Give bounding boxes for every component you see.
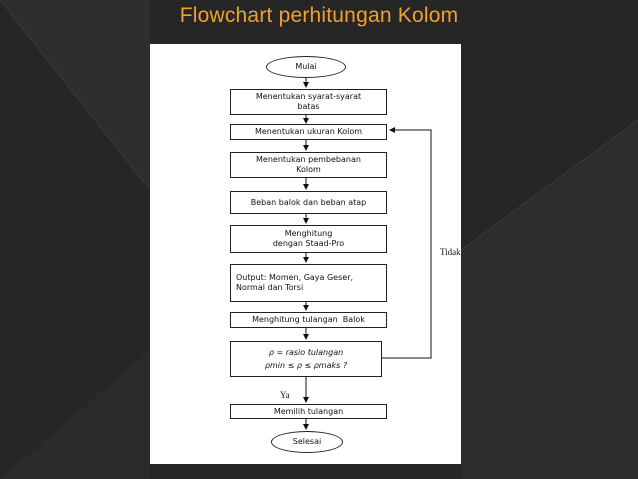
decision-line-1: ρ = rasio tulangan xyxy=(268,347,344,357)
step-2: Menentukan ukuran Kolom xyxy=(230,124,387,140)
yes-label: Ya xyxy=(280,390,290,400)
step-after-yes: Memilih tulangan xyxy=(230,404,387,419)
decision-line-2: ρmin ≤ ρ ≤ ρmaks ? xyxy=(264,360,348,370)
start-terminal: Mulai xyxy=(266,56,346,78)
step-5: Menghitung dengan Staad-Pro xyxy=(230,225,387,253)
step-1: Menentukan syarat-syarat batas xyxy=(230,89,387,115)
flowchart-connectors xyxy=(303,78,432,430)
step-6-output: Output: Momen, Gaya Geser, Normal dan To… xyxy=(230,264,387,302)
flowchart-paper: Mulai Menentukan syarat-syarat batas Men… xyxy=(150,44,461,464)
no-label: Tidak xyxy=(440,247,461,257)
step-4: Beban balok dan beban atap xyxy=(230,191,387,214)
end-terminal: Selesai xyxy=(271,431,343,453)
loop-back-arrow xyxy=(382,127,432,359)
slide-title: Flowchart perhitungan Kolom xyxy=(179,4,459,27)
step-3: Menentukan pembebanan Kolom xyxy=(230,152,387,178)
step-7: Menghitung tulangan Balok xyxy=(230,312,387,328)
decision-box: ρ = rasio tulangan ρmin ≤ ρ ≤ ρmaks ? xyxy=(230,341,382,377)
